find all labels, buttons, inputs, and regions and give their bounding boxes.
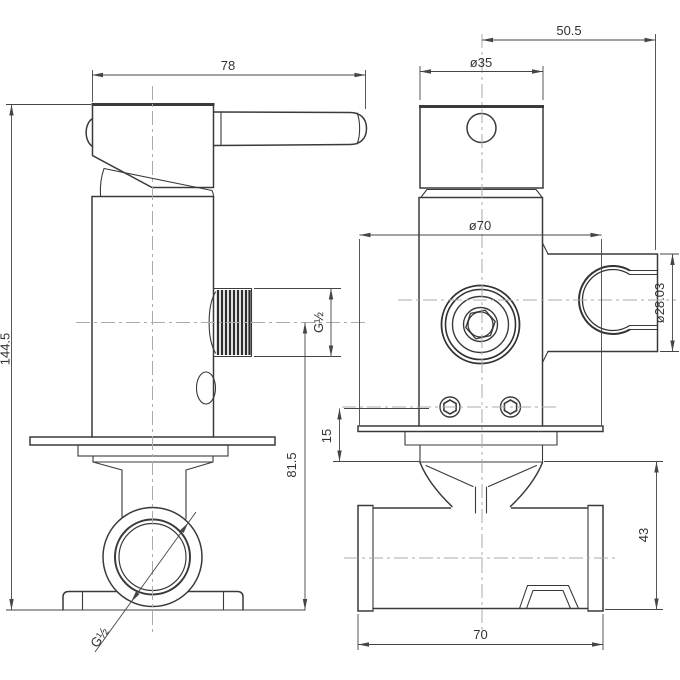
svg-text:G½: G½	[87, 624, 112, 650]
handle-lever	[212, 111, 368, 147]
pipe-foot	[518, 584, 580, 610]
dimensions: 78 144.5 81.5 G½ G½	[0, 23, 679, 653]
svg-text:ø35: ø35	[470, 55, 492, 70]
dim-pipe-width: 70	[357, 614, 604, 650]
svg-text:43: 43	[636, 528, 651, 542]
svg-text:81.5: 81.5	[284, 452, 299, 477]
dim-holder-bore: ø28.03	[652, 253, 679, 352]
dim-cap-diameter: ø35	[419, 55, 544, 100]
valve-cartridge-front	[440, 284, 521, 365]
svg-text:ø70: ø70	[469, 218, 491, 233]
supply-pipe	[357, 504, 604, 612]
svg-text:78: 78	[221, 58, 235, 73]
dim-outlet-thread: G½	[254, 288, 341, 357]
dim-screw-offset: 15	[319, 408, 429, 462]
valve-body	[91, 195, 217, 438]
cap-side-bulge	[85, 117, 94, 148]
dim-overall-height: 144.5	[0, 104, 306, 611]
svg-text:15: 15	[319, 429, 334, 443]
svg-text:ø28.03: ø28.03	[652, 283, 667, 323]
svg-text:50.5: 50.5	[556, 23, 581, 38]
valve-body-front	[418, 196, 544, 427]
centerlines	[76, 34, 676, 634]
dim-center-to-holder-edge: 50.5	[482, 23, 656, 250]
side-view	[29, 103, 368, 611]
svg-text:144.5: 144.5	[0, 333, 13, 366]
hex-socket	[465, 309, 496, 340]
body-to-pipe-funnel	[419, 461, 544, 514]
svg-text:G½: G½	[311, 312, 326, 333]
side-port-detail	[195, 371, 217, 405]
cap-collar	[103, 167, 213, 192]
dim-overall-width: 78	[92, 58, 366, 109]
shower-holder-bracket	[541, 242, 659, 364]
wall-plate-front	[357, 425, 604, 463]
dim-plate-diameter: ø70	[359, 218, 602, 425]
front-view	[357, 105, 659, 612]
dim-pipe-height: 43	[544, 461, 663, 610]
handle-cap	[85, 103, 215, 197]
dim-outlet-axis-to-base: 81.5	[284, 322, 308, 610]
svg-text:70: 70	[473, 627, 487, 642]
